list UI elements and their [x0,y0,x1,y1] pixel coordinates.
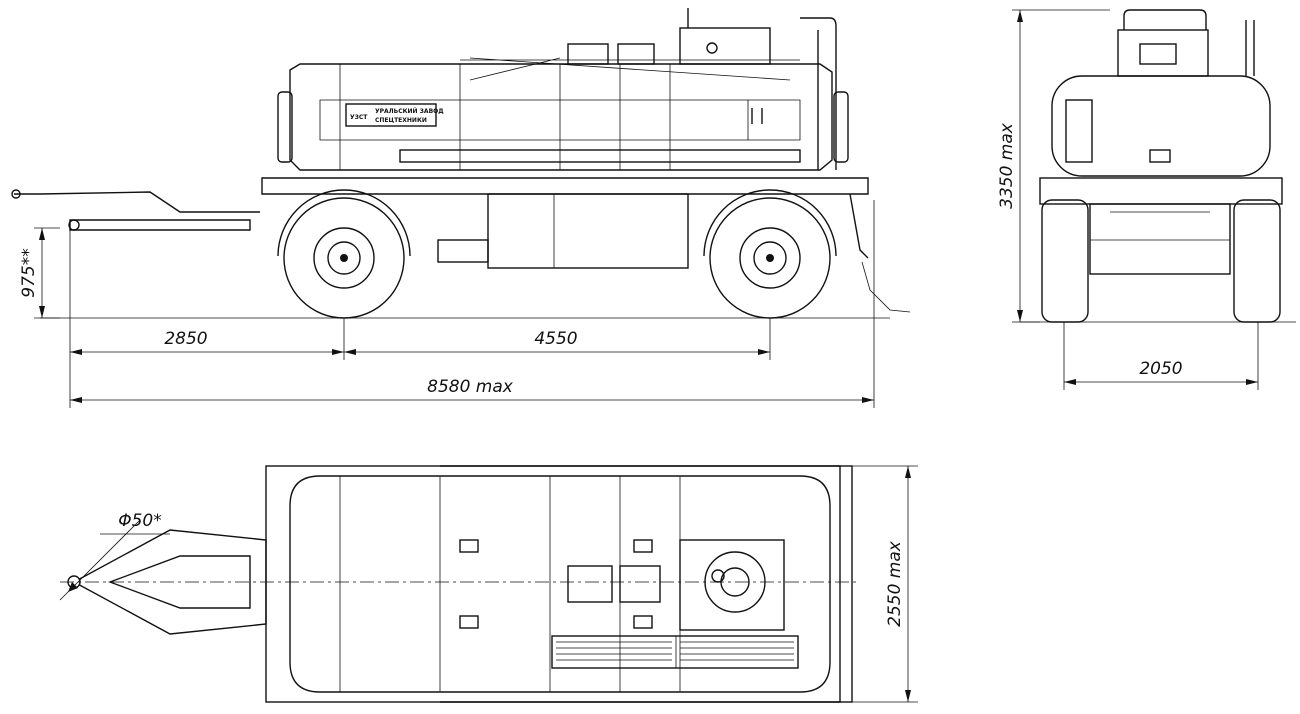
dim-eye-diameter: Φ50* [118,511,162,531]
logo-mark: УЗСТ [350,114,368,121]
front-wheel [277,189,411,319]
top-view: Φ50* 2550 max [59,465,918,703]
rear-tank [1051,9,1271,177]
top-frame [265,465,853,703]
dim-coupling-height: 975** [19,248,39,297]
top-drawbar [60,529,860,635]
drawbar [11,189,260,231]
chassis-frame [261,177,911,313]
dim-wheelbase: 4550 [534,329,577,349]
side-view: УЗСТ УРАЛЬСКИЙ ЗАВОД СПЕЦТЕХНИКИ [11,8,911,408]
logo-line1: УРАЛЬСКИЙ ЗАВОД [375,107,444,115]
logo-plate: УЗСТ УРАЛЬСКИЙ ЗАВОД СПЕЦТЕХНИКИ [345,103,444,127]
dim-track: 2050 [1139,359,1182,379]
dim-drawbar: 2850 [164,329,207,349]
top-walkway-grating [551,635,799,669]
dimensions-side: 2850 4550 8580 max 975** [19,200,875,408]
rear-wheels [1041,199,1281,323]
dim-total-length: 8580 max [427,377,514,397]
top-tank [289,475,831,693]
dim-overall-height: 3350 max [997,122,1017,209]
dimensions-rear: 2050 3350 max [997,9,1259,390]
rear-view: 2050 3350 max [997,9,1296,390]
logo-line2: СПЕЦТЕХНИКИ [375,117,427,124]
dim-overall-width: 2550 max [885,540,905,627]
top-hatch [679,539,785,631]
rear-frame [1039,177,1283,275]
dimensions-top: Φ50* 2550 max [59,465,918,703]
tank-body: УЗСТ УРАЛЬСКИЙ ЗАВОД СПЕЦТЕХНИКИ [277,8,849,171]
rear-wheel [703,189,837,319]
